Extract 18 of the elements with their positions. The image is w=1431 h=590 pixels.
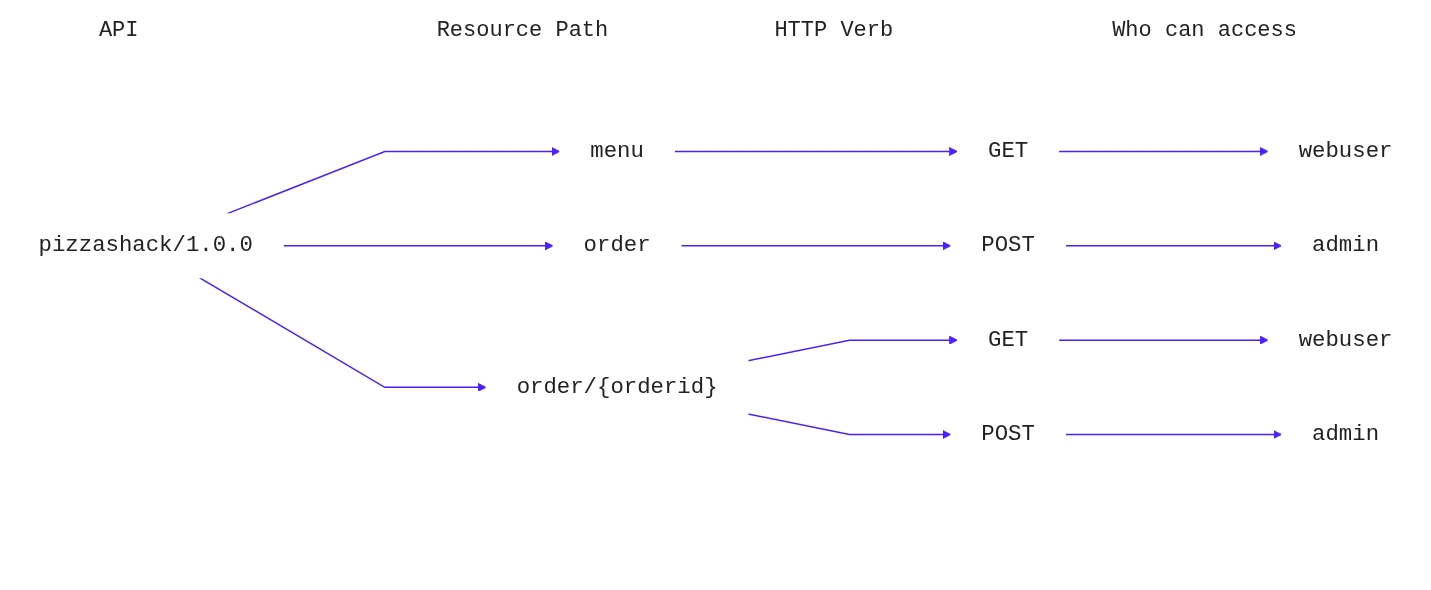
- node-text: webuser: [1298, 327, 1393, 353]
- node-text: order/{orderid}: [516, 374, 718, 401]
- node-text: admin: [1312, 421, 1380, 448]
- column-heading: HTTP Verb: [774, 18, 895, 43]
- arrow: [747, 335, 958, 362]
- column-heading: API: [98, 18, 140, 43]
- node-text: order: [583, 233, 651, 259]
- node-text: webuser: [1298, 138, 1393, 165]
- column-heading: Resource Path: [436, 18, 610, 43]
- node-text: menu: [590, 138, 644, 165]
- node-text: admin: [1312, 233, 1380, 259]
- arrow: [198, 277, 487, 392]
- node-text: GET: [988, 138, 1029, 165]
- node-text: pizzashack/1.0.0: [38, 233, 253, 259]
- column-heading: Who can access: [1112, 18, 1298, 43]
- node-text: GET: [988, 327, 1029, 353]
- node-text: POST: [981, 421, 1035, 448]
- node-text: POST: [981, 233, 1035, 259]
